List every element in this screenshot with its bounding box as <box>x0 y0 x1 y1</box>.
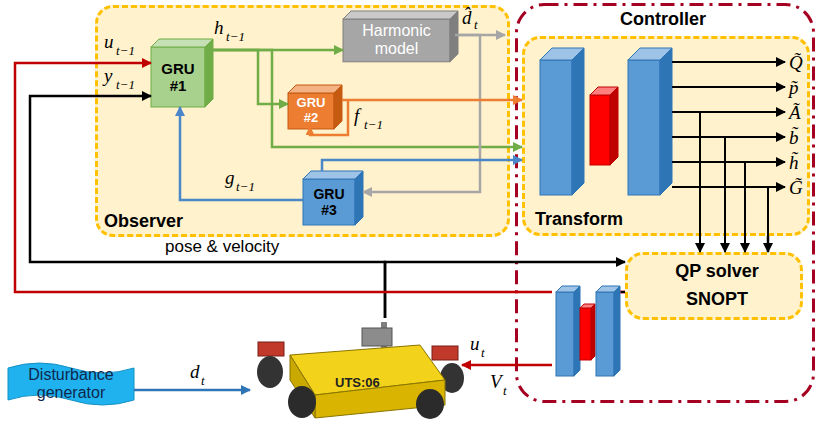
signal-subscript: t <box>474 18 478 31</box>
node-label: Harmonic model <box>349 22 445 59</box>
signal-connector <box>30 96 385 318</box>
signal-symbol: f <box>354 106 359 125</box>
signal-connector <box>363 35 480 192</box>
signal-symbol: Ã <box>789 103 801 122</box>
estimate-arrow <box>455 35 505 36</box>
signal-subscript: t−1 <box>116 78 135 91</box>
gru-box: GRU #1 <box>151 39 213 107</box>
harmonic-box: Harmonic model <box>343 11 458 62</box>
signal-connector <box>342 99 522 102</box>
signal-connector <box>15 63 625 292</box>
signal-connector <box>180 107 303 200</box>
signal-symbol: b̃ <box>789 128 799 147</box>
transform-network <box>540 48 672 195</box>
signal-symbol: V <box>490 372 502 391</box>
signal-subscript: t−1 <box>364 118 383 131</box>
policy-network <box>552 282 625 382</box>
signal-symbol: G̃ <box>789 178 803 197</box>
solver-box: QP solverSNOPT <box>625 252 803 320</box>
signal-connector <box>767 236 770 252</box>
signal-subscript: t <box>503 384 507 397</box>
robot-illustration <box>257 322 464 419</box>
signal-symbol: d <box>190 362 200 381</box>
recurrent-loop <box>310 100 348 135</box>
node-label: Transform <box>535 209 623 230</box>
disturbance-flag: Disturbance generator <box>8 362 134 406</box>
node-label: GRU #3 <box>310 186 348 218</box>
output-arrows <box>672 62 785 252</box>
node-label: Disturbance generator <box>12 366 130 403</box>
signal-symbol: h <box>214 18 224 37</box>
signal-connector <box>213 50 288 104</box>
node-label: SNOPT <box>628 289 806 310</box>
node-label: GRU #1 <box>158 60 198 95</box>
signal-connector <box>322 160 522 171</box>
signal-symbol: d̂ <box>462 8 472 27</box>
node-label: UTS:06 <box>335 376 380 391</box>
observer-region: Observer GRU #1 Harmonic modelGRU #2 GRU #3 <box>95 5 510 237</box>
signal-symbol: Q̃ <box>789 53 803 72</box>
node-label: Controller <box>620 9 706 30</box>
signal-symbol: u <box>470 334 480 353</box>
signal-symbol: g <box>225 168 235 187</box>
signal-symbol: y <box>104 66 112 85</box>
signal-subscript: t <box>481 346 485 359</box>
gru-box: GRU #3 <box>303 171 363 225</box>
signal-symbol: u <box>104 32 114 51</box>
node-label: QP solver <box>628 261 806 282</box>
signal-subscript: t <box>201 374 205 387</box>
signal-subscript: t−1 <box>116 44 135 57</box>
signal-symbol: h̃ <box>789 153 799 172</box>
node-label: Observer <box>104 211 183 232</box>
signal-connector <box>213 50 522 147</box>
node-label: GRU #2 <box>294 96 328 126</box>
signal-symbol: p̃ <box>789 78 799 97</box>
signal-caption: pose & velocity <box>165 238 279 255</box>
gru-box: GRU #2 <box>288 85 342 129</box>
signal-subscript: t−1 <box>236 180 255 193</box>
signal-subscript: t−1 <box>226 30 245 43</box>
signal-connector <box>134 389 250 392</box>
